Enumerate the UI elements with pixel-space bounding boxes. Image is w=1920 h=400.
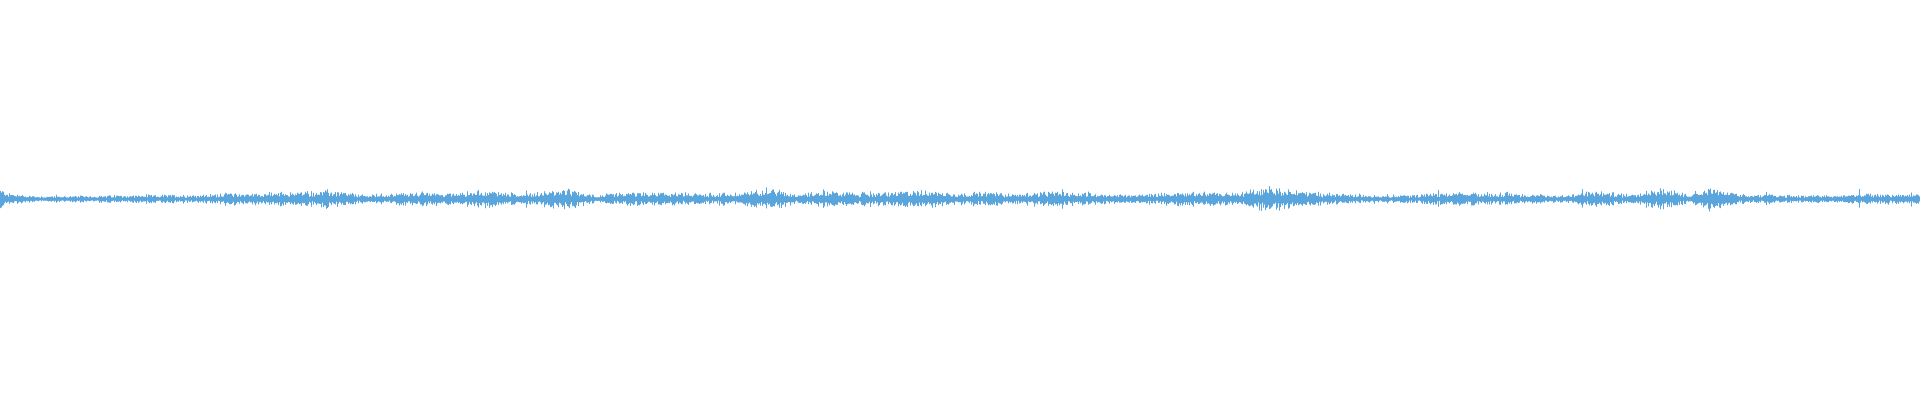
waveform-view xyxy=(0,0,1920,400)
audio-waveform[interactable] xyxy=(0,0,1920,400)
